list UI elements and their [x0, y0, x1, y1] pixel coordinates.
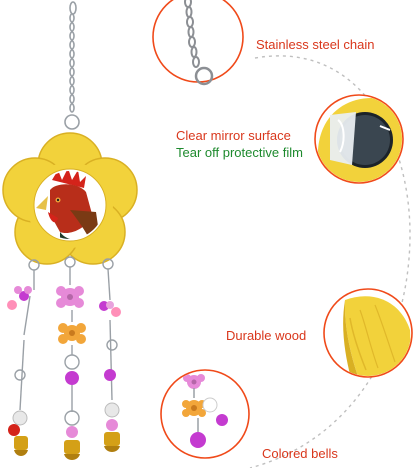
callout-mirror: Clear mirror surface: [176, 128, 291, 143]
chain-closeup-circle: [152, 0, 244, 86]
middle-strand: [56, 256, 86, 460]
callout-wood: Durable wood: [226, 328, 307, 343]
callout-chain: Stainless steel chain: [256, 37, 375, 52]
callout-bells: Colored bells: [262, 446, 338, 461]
left-strand: [7, 259, 40, 456]
callout-film: Tear off protective film: [176, 145, 303, 160]
flower-bead-icon: [56, 286, 84, 308]
wood-closeup-circle: [323, 288, 413, 378]
main-chain: [64, 1, 80, 130]
bells-closeup-circle: [160, 369, 250, 459]
flower-wood-frame: [2, 132, 138, 265]
mirror-closeup-circle: [314, 94, 404, 184]
rooster-reflection: [36, 171, 104, 239]
right-strand: [99, 258, 121, 452]
